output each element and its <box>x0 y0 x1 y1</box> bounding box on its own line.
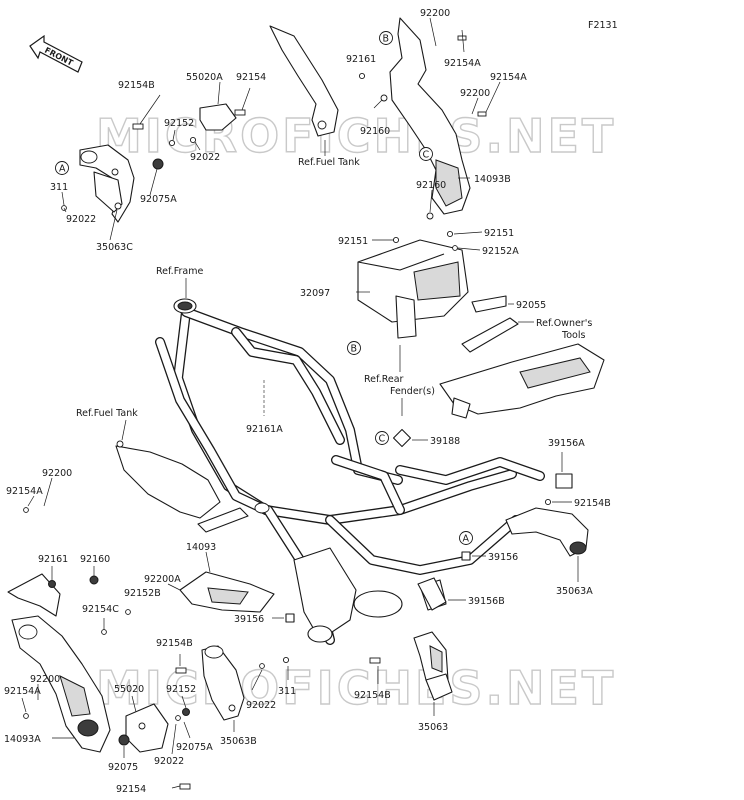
label-39156-right: 39156 <box>488 552 518 563</box>
marker-a-top: A <box>55 161 69 175</box>
label-14093b: 14093B <box>474 174 511 185</box>
label-92160-left: 92160 <box>80 554 110 565</box>
pad-39156-right <box>461 551 471 561</box>
svg-text:A: A <box>463 534 470 545</box>
footpeg-bracket-35063b <box>175 645 290 721</box>
label-92154-top: 92154 <box>236 72 266 83</box>
figure-code: F2131 <box>588 20 618 31</box>
label-92160-top: 92160 <box>360 126 390 137</box>
label-92151-a: 92151 <box>338 236 368 247</box>
label-ref-frame: Ref.Frame <box>156 266 203 277</box>
svg-text:B: B <box>383 34 390 45</box>
label-35063: 35063 <box>418 722 448 733</box>
marker-c-center: C <box>375 431 389 445</box>
battery-case-32097 <box>357 230 469 339</box>
label-92154a-left2: 92154A <box>4 686 41 697</box>
fuel-tank-cover-top <box>269 25 339 137</box>
label-35063b: 35063B <box>220 736 257 747</box>
label-92154b-mid: 92154B <box>156 638 193 649</box>
front-arrow-icon: FRONT <box>29 34 83 73</box>
label-ref-owners-tools-2: Tools <box>561 330 585 341</box>
guard-14093 <box>179 571 275 613</box>
label-39156-mid: 39156 <box>234 614 264 625</box>
svg-text:C: C <box>423 150 430 161</box>
label-55020a: 55020A <box>186 72 223 83</box>
rear-fender-bracket <box>439 343 605 419</box>
side-cover-14093a <box>7 573 111 753</box>
label-35063a: 35063A <box>556 586 593 597</box>
label-ref-rear-fender-2: Fender(s) <box>390 386 435 397</box>
label-92022-top-right: 92022 <box>190 152 220 163</box>
marker-a-center: A <box>459 531 473 545</box>
label-92022-bottom: 92022 <box>154 756 184 767</box>
label-92154c: 92154C <box>82 604 119 615</box>
label-92200-top2: 92200 <box>460 88 490 99</box>
svg-text:B: B <box>351 344 358 355</box>
pad-39156b <box>417 577 447 611</box>
fuel-tank-cover-left <box>115 440 221 519</box>
label-ref-fuel-tank-left: Ref.Fuel Tank <box>76 408 138 419</box>
label-92152b: 92152B <box>124 588 161 599</box>
label-92022-top-left: 92022 <box>66 214 96 225</box>
label-ref-owners-tools-1: Ref.Owner's <box>536 318 592 329</box>
label-39156b: 39156B <box>468 596 505 607</box>
svg-text:A: A <box>59 164 66 175</box>
label-14093: 14093 <box>186 542 216 553</box>
pad-39156-mid <box>285 613 295 623</box>
label-92161-top: 92161 <box>346 54 376 65</box>
label-92200a: 92200A <box>144 574 181 585</box>
label-92161a: 92161A <box>246 424 283 435</box>
strap-92055 <box>461 295 519 353</box>
bracket-55020 <box>118 703 190 753</box>
label-14093a: 14093A <box>4 734 41 745</box>
label-92152-bottom: 92152 <box>166 684 196 695</box>
label-ref-rear-fender-1: Ref.Rear <box>364 374 404 385</box>
marker-c-top: C <box>419 147 433 161</box>
watermark-top: MICROFICHES.NET <box>96 109 616 163</box>
marker-b-top: B <box>379 31 393 45</box>
clip-39188 <box>392 428 412 448</box>
label-39156a: 39156A <box>548 438 585 449</box>
label-92022-bottom-right: 92022 <box>246 700 276 711</box>
label-35063c: 35063C <box>96 242 133 253</box>
label-ref-fuel-tank-top: Ref.Fuel Tank <box>298 157 360 168</box>
label-92200-top: 92200 <box>420 8 450 19</box>
label-311-bottom: 311 <box>278 686 296 697</box>
label-92075: 92075 <box>108 762 138 773</box>
label-55020: 55020 <box>114 684 144 695</box>
svg-text:C: C <box>379 434 386 445</box>
label-92154-bottom: 92154 <box>116 784 146 795</box>
label-92075a-top: 92075A <box>140 194 177 205</box>
label-39188: 39188 <box>430 436 460 447</box>
label-92154a-top: 92154A <box>444 58 481 69</box>
label-92200-left2: 92200 <box>30 674 60 685</box>
label-92152-top: 92152 <box>164 118 194 129</box>
label-92161-left: 92161 <box>38 554 68 565</box>
label-92151-b: 92151 <box>484 228 514 239</box>
marker-b-frame: B <box>347 341 361 355</box>
bracket-35063 <box>369 631 453 701</box>
label-92154b-top: 92154B <box>118 80 155 91</box>
label-92200-left: 92200 <box>42 468 72 479</box>
label-311-top: 311 <box>50 182 68 193</box>
label-92152a: 92152A <box>482 246 519 257</box>
label-32097: 32097 <box>300 288 330 299</box>
label-92075a-bottom: 92075A <box>176 742 213 753</box>
pad-39156a <box>555 473 573 489</box>
label-92160-top2: 92160 <box>416 180 446 191</box>
label-92154a-top2: 92154A <box>490 72 527 83</box>
side-cover-14093b <box>358 17 487 220</box>
label-92154b-bottom: 92154B <box>354 690 391 701</box>
label-92154a-left: 92154A <box>6 486 43 497</box>
label-92055: 92055 <box>516 300 546 311</box>
footpeg-bracket-35063a <box>505 498 589 557</box>
label-92154b-right: 92154B <box>574 498 611 509</box>
